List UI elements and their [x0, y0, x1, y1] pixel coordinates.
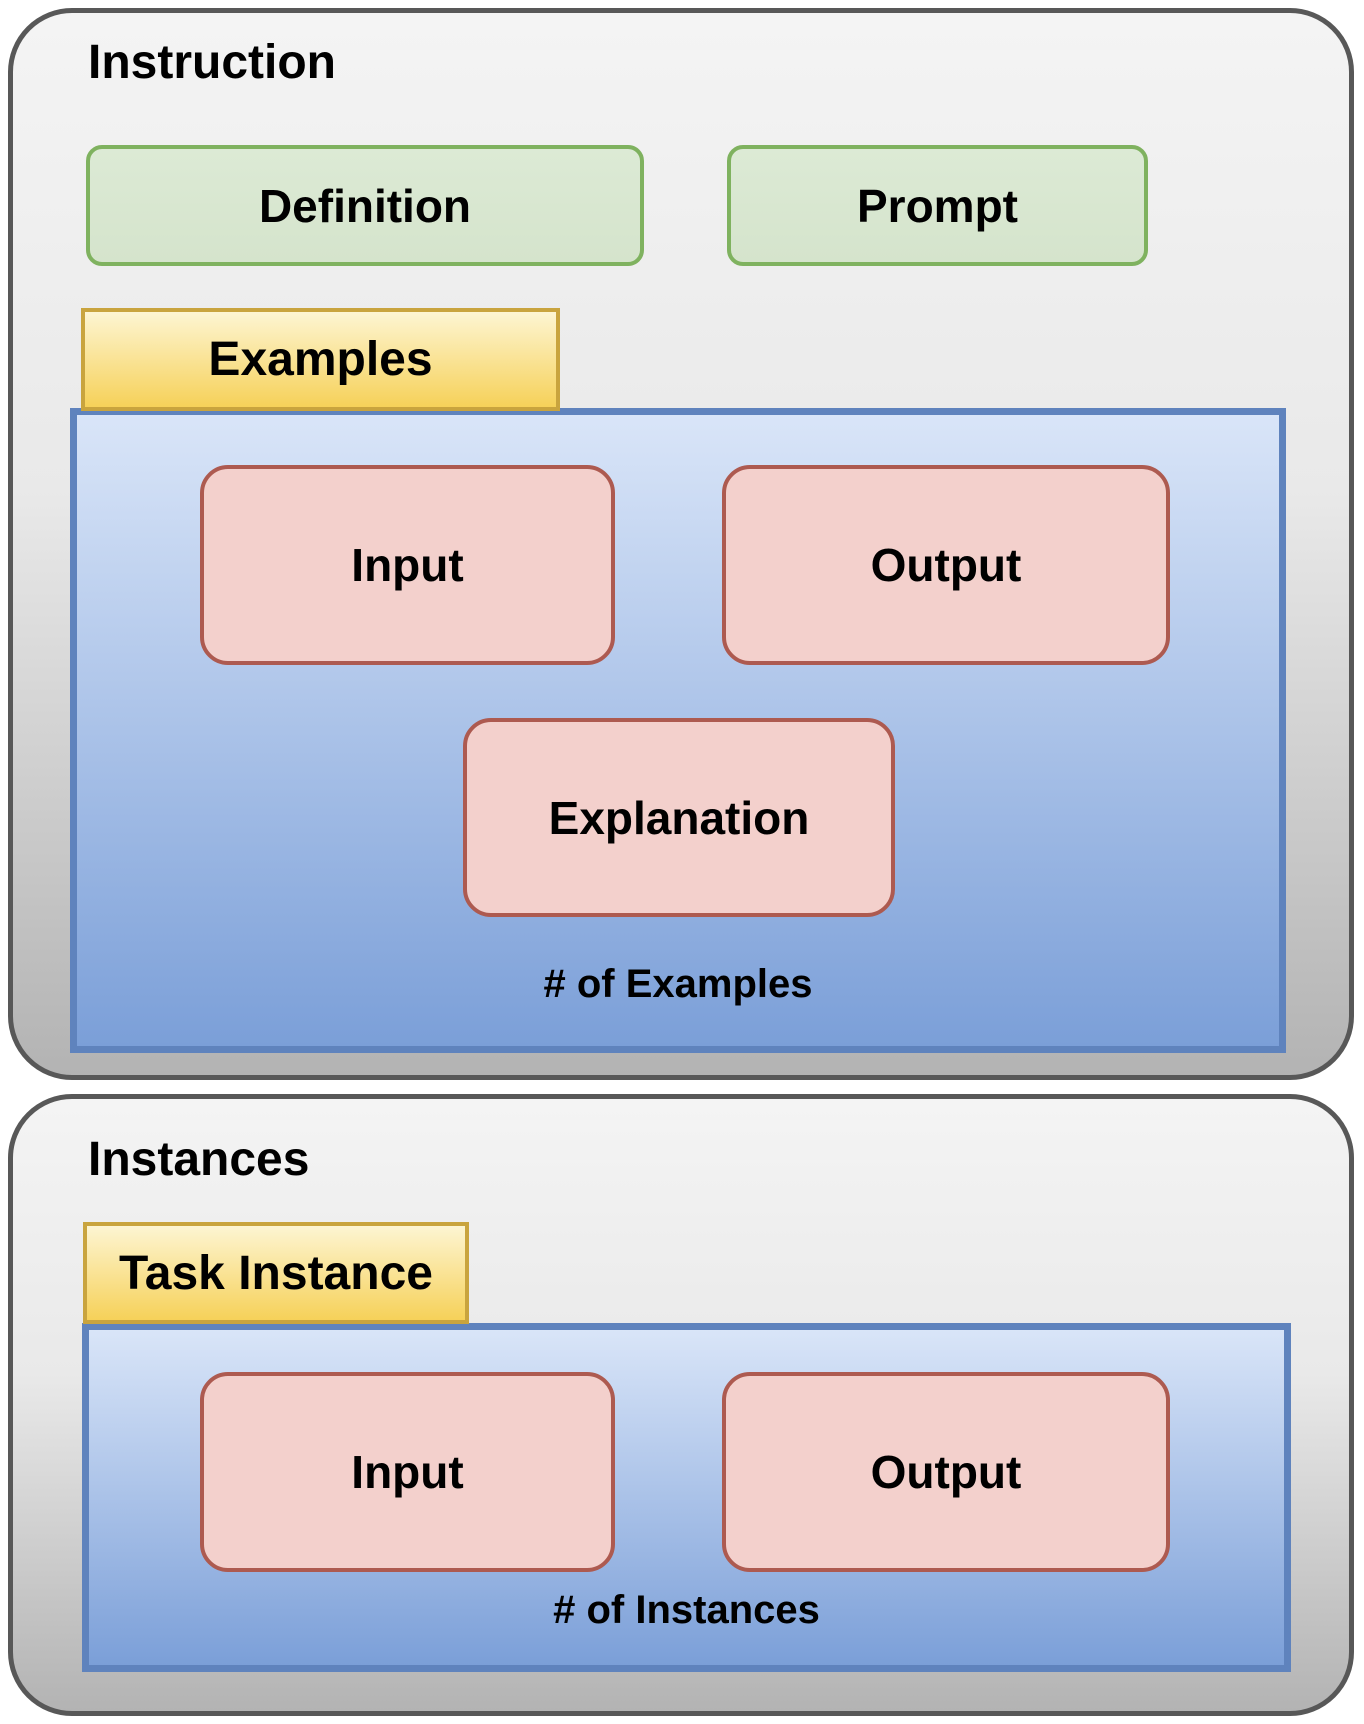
example-output-box: Output	[722, 465, 1170, 665]
instance-input-label: Input	[351, 1446, 464, 1498]
task-instance-tab: Task Instance	[83, 1222, 469, 1324]
examples-tab-label: Examples	[208, 333, 433, 386]
example-input-box: Input	[200, 465, 615, 665]
instruction-container: Instruction Definition Prompt Examples I…	[8, 8, 1354, 1080]
example-output-label: Output	[870, 539, 1022, 591]
example-input-label: Input	[351, 539, 464, 591]
instances-title: Instances	[88, 1133, 310, 1186]
example-explanation-box: Explanation	[463, 718, 895, 917]
instance-output-box: Output	[722, 1372, 1170, 1572]
task-instance-tab-label: Task Instance	[119, 1246, 433, 1300]
instance-output-label: Output	[870, 1446, 1022, 1498]
instruction-title: Instruction	[88, 36, 336, 89]
instance-input-box: Input	[200, 1372, 615, 1572]
prompt-label: Prompt	[857, 179, 1018, 232]
task-instance-panel: Input Output # of Instances	[82, 1323, 1291, 1672]
prompt-box: Prompt	[727, 145, 1148, 266]
examples-panel: Input Output Explanation # of Examples	[70, 408, 1286, 1053]
instance-count-label: # of Instances	[553, 1588, 820, 1632]
definition-label: Definition	[258, 179, 472, 232]
instances-container: Instances Task Instance Input Output # o…	[8, 1094, 1354, 1716]
example-explanation-label: Explanation	[548, 791, 810, 844]
definition-box: Definition	[86, 145, 644, 266]
examples-tab: Examples	[81, 308, 560, 411]
example-count-label: # of Examples	[543, 962, 813, 1006]
